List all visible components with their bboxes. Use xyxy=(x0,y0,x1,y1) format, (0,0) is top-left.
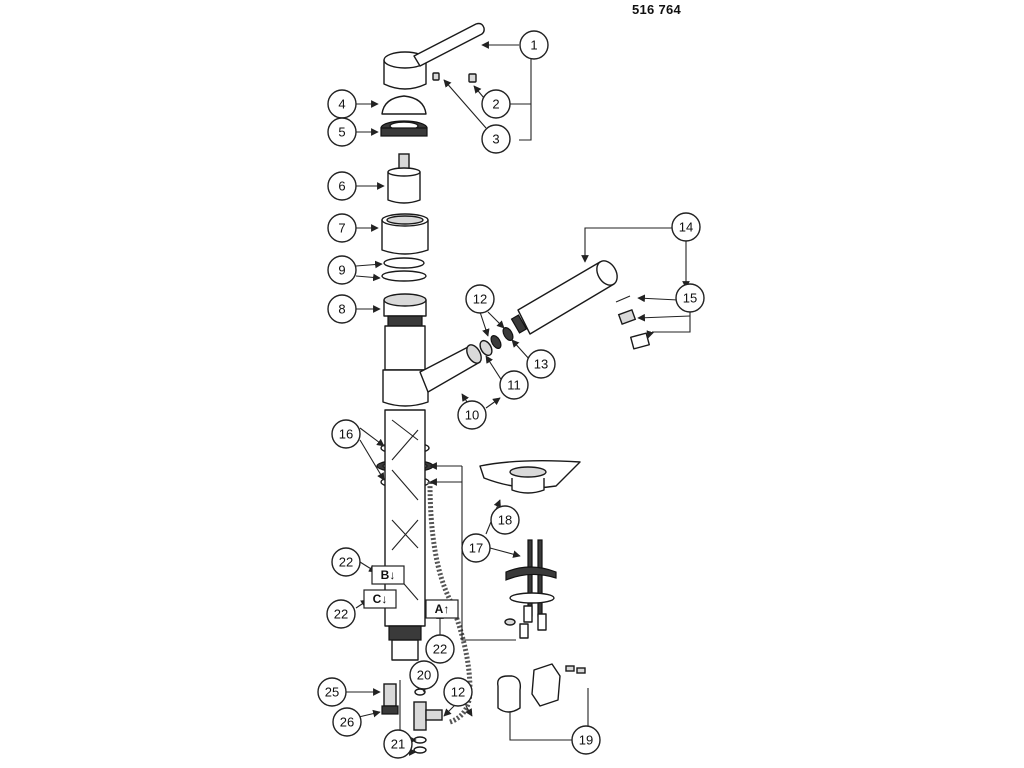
base-plate-part xyxy=(479,459,581,494)
callouts: 1 2 3 4 5 6 7 9 8 12 13 14 15 11 10 16 1… xyxy=(317,30,705,759)
svg-text:6: 6 xyxy=(338,179,345,194)
svg-text:15: 15 xyxy=(683,291,697,306)
callout-6: 6 xyxy=(327,171,357,201)
svg-text:12: 12 xyxy=(451,685,465,700)
svg-text:7: 7 xyxy=(338,221,345,236)
o-ring-part xyxy=(381,257,427,282)
callout-9: 9 xyxy=(327,255,357,285)
svg-text:C↓: C↓ xyxy=(373,592,388,606)
callout-14: 14 xyxy=(671,212,701,242)
svg-text:22: 22 xyxy=(433,642,447,657)
pull-out-spray-part xyxy=(510,260,618,335)
callout-26: 26 xyxy=(332,707,362,737)
svg-text:9: 9 xyxy=(338,263,345,278)
callout-12-lower: 12 xyxy=(443,677,473,707)
svg-text:25: 25 xyxy=(325,685,339,700)
callout-12-upper: 12 xyxy=(465,284,495,314)
svg-text:1: 1 xyxy=(530,38,537,53)
callout-13: 13 xyxy=(526,349,556,379)
svg-text:A↑: A↑ xyxy=(435,602,450,616)
svg-text:11: 11 xyxy=(507,378,521,393)
svg-text:22: 22 xyxy=(334,607,348,622)
cover-cap-part xyxy=(381,95,427,115)
callout-7: 7 xyxy=(327,213,357,243)
callout-15: 15 xyxy=(675,283,705,313)
svg-text:2: 2 xyxy=(492,97,499,112)
callout-4: 4 xyxy=(327,89,357,119)
callout-19: 19 xyxy=(571,725,601,755)
callout-22-upper: 22 xyxy=(331,547,361,577)
svg-text:16: 16 xyxy=(339,427,353,442)
callout-18: 18 xyxy=(490,505,520,535)
svg-text:8: 8 xyxy=(338,302,345,317)
svg-text:18: 18 xyxy=(498,513,512,528)
document-number: 516 764 xyxy=(632,2,682,17)
svg-text:22: 22 xyxy=(339,555,353,570)
callout-21: 21 xyxy=(383,729,413,759)
aerator-part xyxy=(615,295,650,350)
shank-part xyxy=(384,409,426,661)
flow-label-c: C↓ xyxy=(363,589,397,609)
callout-5: 5 xyxy=(327,117,357,147)
housing-adapter-part xyxy=(383,293,427,327)
sleeve-part xyxy=(381,213,429,255)
lever-handle-part xyxy=(383,22,485,90)
svg-text:4: 4 xyxy=(338,97,345,112)
callout-22-right: 22 xyxy=(425,634,455,664)
callout-16: 16 xyxy=(331,419,361,449)
svg-text:12: 12 xyxy=(473,292,487,307)
svg-text:21: 21 xyxy=(391,737,405,752)
callout-2: 2 xyxy=(481,89,511,119)
svg-text:5: 5 xyxy=(338,125,345,140)
callout-22-lower: 22 xyxy=(326,599,356,629)
mounting-kit-part xyxy=(504,539,557,639)
callout-25: 25 xyxy=(317,677,347,707)
svg-text:13: 13 xyxy=(534,357,548,372)
svg-text:10: 10 xyxy=(465,408,479,423)
flow-label-b: B↓ xyxy=(371,565,405,585)
flexible-hose-part xyxy=(427,481,473,725)
svg-text:17: 17 xyxy=(469,541,483,556)
tap-body-part xyxy=(382,325,482,407)
angle-valve-part xyxy=(381,683,443,754)
callout-20: 20 xyxy=(409,660,439,690)
callout-11: 11 xyxy=(499,370,529,400)
spray-holder-part xyxy=(497,663,586,713)
callout-10: 10 xyxy=(457,400,487,430)
svg-text:19: 19 xyxy=(579,733,593,748)
set-screw-part xyxy=(432,72,477,83)
svg-text:20: 20 xyxy=(417,668,431,683)
cartridge-nut-part xyxy=(380,120,428,137)
svg-text:14: 14 xyxy=(679,220,693,235)
svg-text:B↓: B↓ xyxy=(381,568,396,582)
flow-label-a: A↑ xyxy=(425,599,459,619)
cartridge-part xyxy=(387,153,421,204)
callout-8: 8 xyxy=(327,294,357,324)
svg-text:26: 26 xyxy=(340,715,354,730)
callout-17: 17 xyxy=(461,533,491,563)
callout-1: 1 xyxy=(519,30,549,60)
callout-3: 3 xyxy=(481,124,511,154)
svg-text:3: 3 xyxy=(492,132,499,147)
spout-connector-part xyxy=(479,327,514,357)
